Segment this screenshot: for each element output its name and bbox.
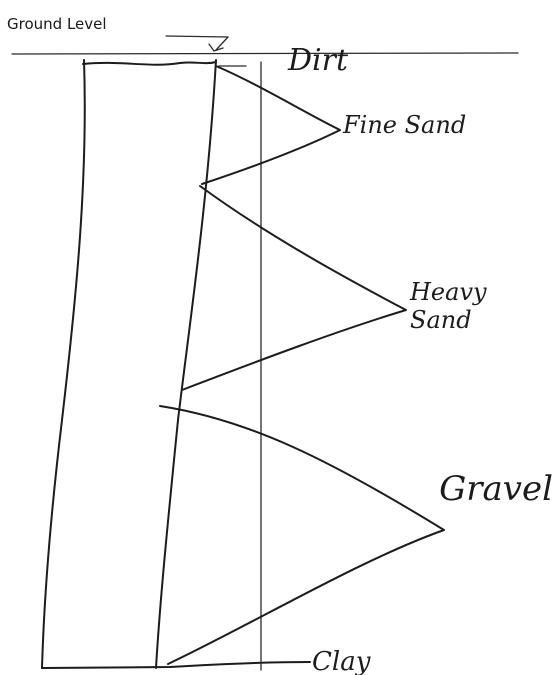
- gravel-label: Gravel: [439, 469, 553, 509]
- bore-bottom-edge: [42, 662, 310, 668]
- ground-level-label: Ground Level: [7, 15, 107, 33]
- gravel-layer-wedge: [160, 406, 444, 664]
- dirt-label: Dirt: [287, 43, 349, 78]
- fine-sand-layer-wedge: [202, 66, 340, 184]
- ground-level-pointer-line: [166, 36, 228, 37]
- bore-inner-casing: [156, 60, 216, 668]
- clay-label: Clay: [312, 647, 371, 675]
- ground-surface-line: [12, 53, 518, 54]
- heavy-sand-layer-wedge: [182, 186, 406, 390]
- bore-outer-wall: [42, 60, 85, 668]
- bore-top-edge: [83, 62, 216, 65]
- fine-sand-label: Fine Sand: [342, 111, 466, 139]
